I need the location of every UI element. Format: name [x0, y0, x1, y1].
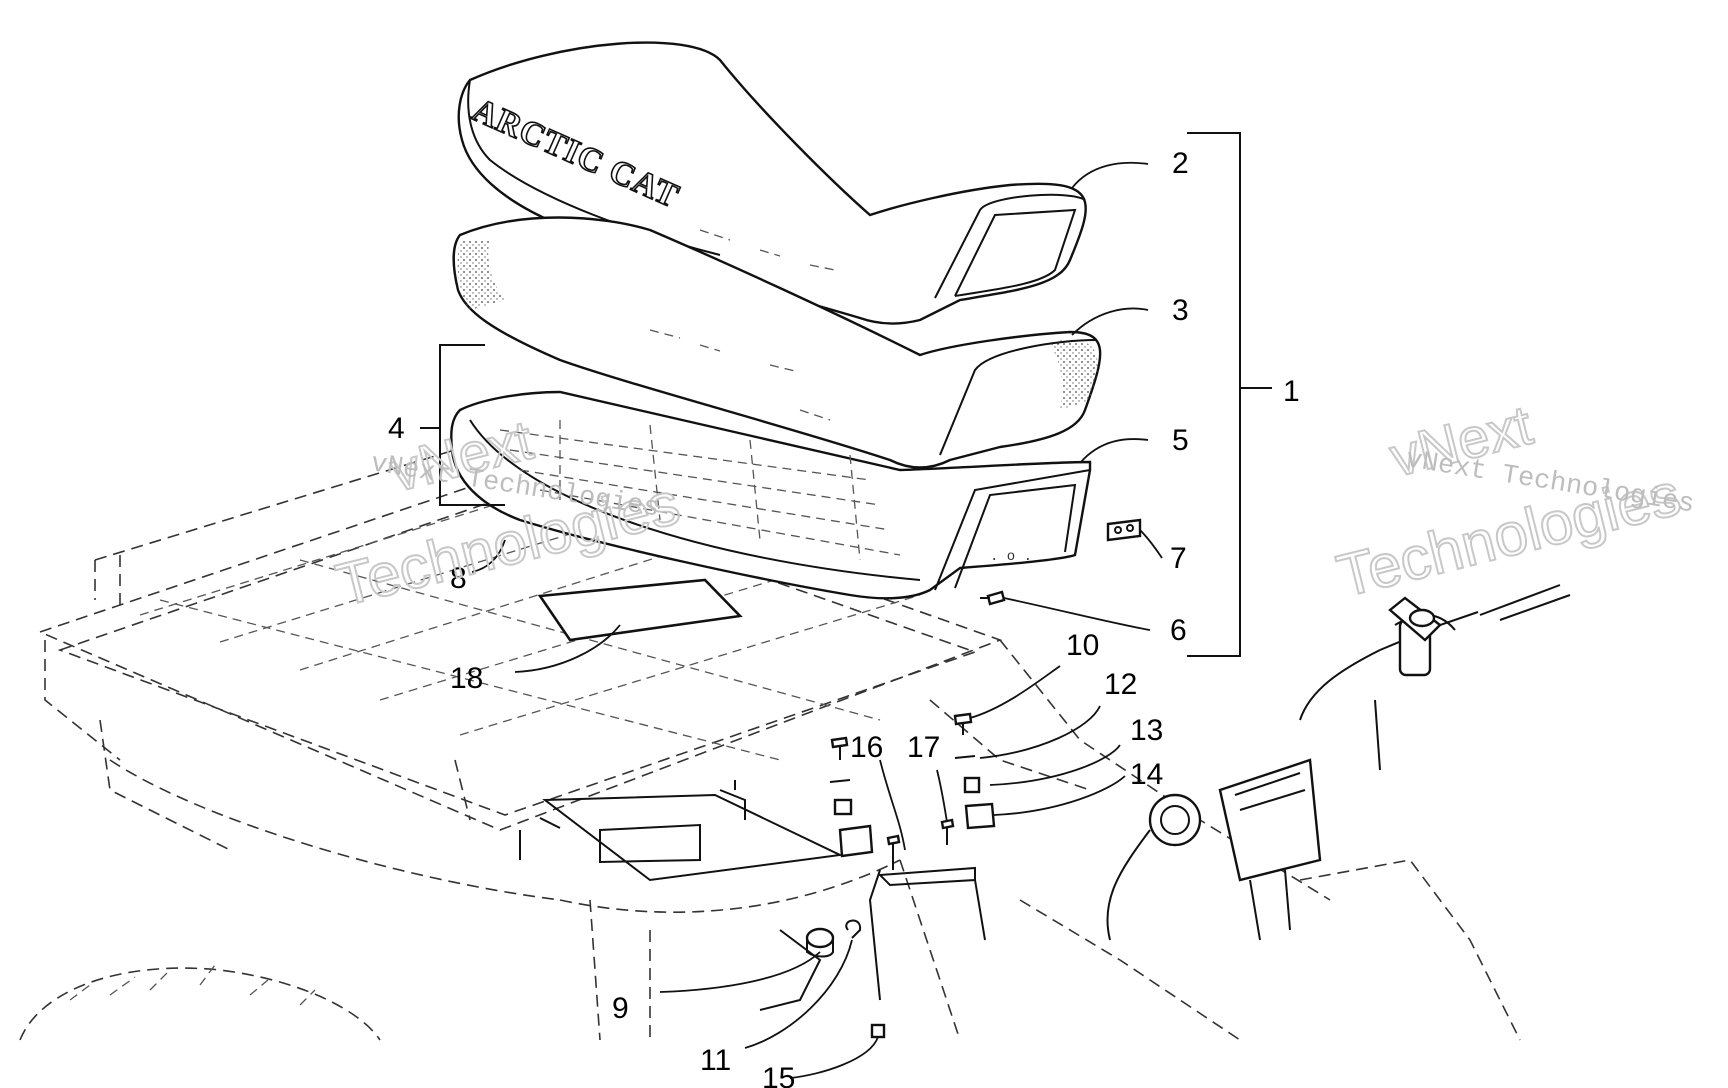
subassembly-bracket-4	[420, 344, 505, 506]
seat-base-part-5: . o .	[450, 390, 1092, 600]
seat-cover-part-2: ARCTIC CAT	[457, 41, 1087, 325]
nut-part-15	[870, 1023, 886, 1039]
callout-7: 7	[1170, 542, 1187, 575]
callout-18: 18	[450, 662, 483, 695]
vehicle-frame-outline	[19, 429, 1571, 1041]
latch-plate-part-7	[1106, 518, 1142, 542]
leader-lines	[471, 161, 1163, 1079]
callout-5: 5	[1172, 424, 1189, 457]
assembly-bracket-1	[1187, 132, 1272, 657]
callout-labels: 1 2 3 4 5 6 7 8 9 10 11 12 13 14 15 16 1…	[388, 147, 1300, 1088]
callout-9: 9	[612, 992, 629, 1025]
cap-part-9	[805, 927, 835, 958]
callout-10: 10	[1066, 629, 1099, 662]
callout-15: 15	[762, 1062, 795, 1088]
hardware-stack-16	[829, 736, 901, 870]
callout-3: 3	[1172, 294, 1189, 327]
hardware-stack-10-14	[940, 712, 996, 845]
callout-12: 12	[1104, 668, 1137, 701]
callout-2: 2	[1172, 147, 1189, 180]
callout-8: 8	[450, 562, 467, 595]
callout-16: 16	[850, 731, 883, 764]
callout-1: 1	[1283, 375, 1300, 408]
seat-foam-part-3	[452, 216, 1102, 469]
callout-4: 4	[388, 412, 405, 445]
svg-text:. o .: . o .	[990, 549, 1032, 565]
callout-6: 6	[1170, 614, 1187, 647]
callout-13: 13	[1130, 714, 1163, 747]
clip-part-11	[845, 919, 862, 939]
callout-11: 11	[700, 1044, 731, 1077]
callout-17: 17	[907, 731, 940, 764]
screw-part-6	[980, 590, 1006, 606]
callout-14: 14	[1130, 758, 1163, 791]
pad-part-18	[537, 578, 743, 642]
